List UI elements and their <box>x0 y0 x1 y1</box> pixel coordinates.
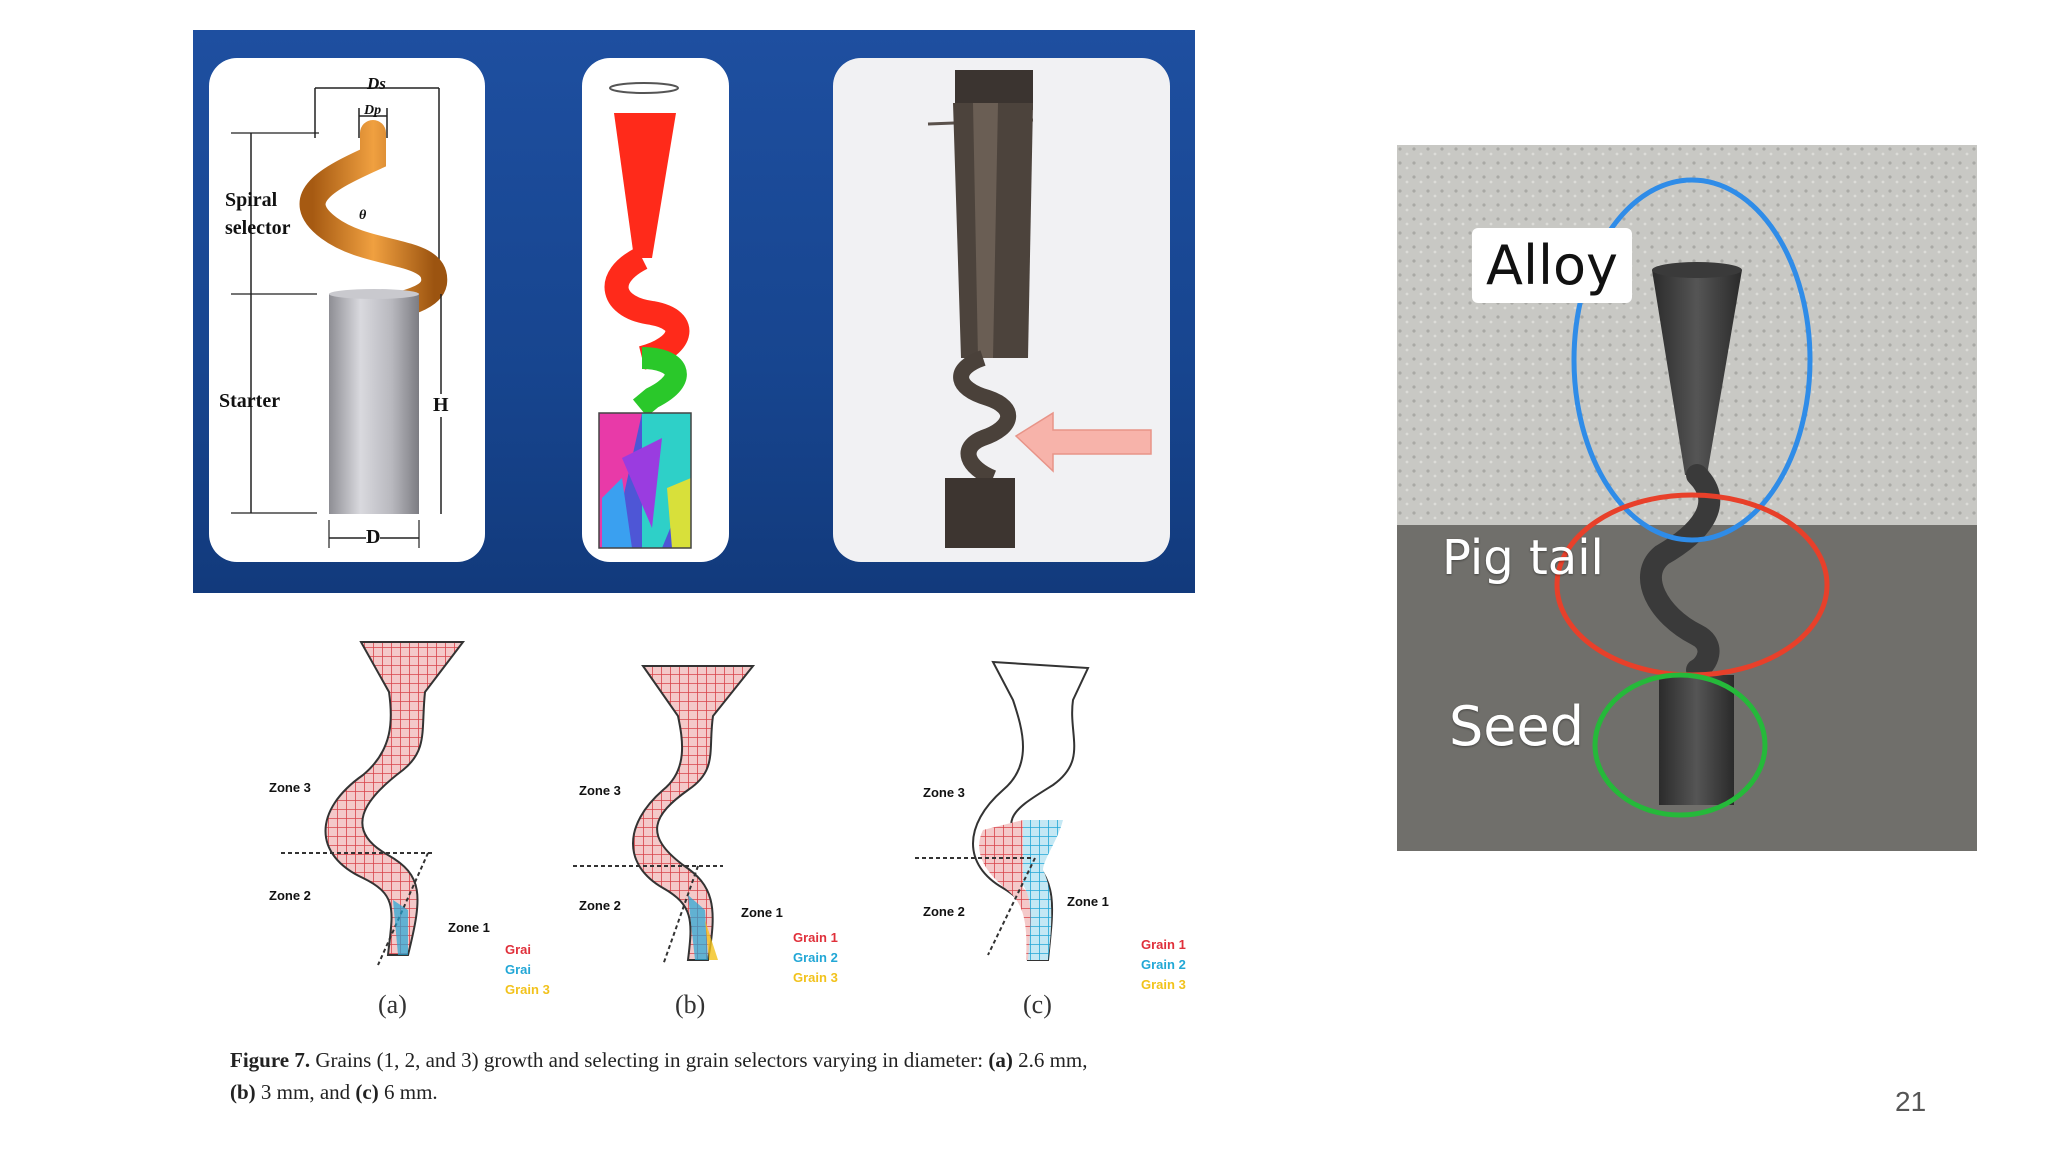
legend-entry: Grai <box>505 962 532 977</box>
dp-label: Dp <box>364 103 382 118</box>
page-number: 21 <box>1895 1086 1927 1117</box>
h-label: H <box>433 394 449 417</box>
zone-label: Zone 3 <box>269 780 311 795</box>
legend-a: Grai Grai Grain 3 <box>505 940 550 1000</box>
caption-figure-label: Figure 7. <box>230 1048 311 1072</box>
legend-entry: Grain 3 <box>505 982 550 997</box>
pig-tail-label: Pig tail <box>1442 530 1604 586</box>
legend-entry: Grain 2 <box>1141 957 1186 972</box>
zone-label: Zone 3 <box>923 785 965 800</box>
caption-c: (c) <box>355 1080 379 1104</box>
legend-entry: Grain 2 <box>793 950 838 965</box>
seed-label: Seed <box>1449 695 1584 758</box>
cast-selector-photo <box>927 70 1152 548</box>
zone-label: Zone 2 <box>269 888 311 903</box>
caption-text: 6 mm. <box>378 1080 438 1104</box>
grain-simulation-image <box>598 82 692 549</box>
subfigure-label-a: (a) <box>378 990 407 1019</box>
caption-text: Grains (1, 2, and 3) growth and selectin… <box>310 1048 989 1072</box>
casting-photo: Alloy Pig tail Seed <box>1397 145 1977 851</box>
zone-label: Zone 1 <box>1067 894 1109 909</box>
legend-entry: Grain 3 <box>1141 977 1186 992</box>
starter-label: Starter <box>219 390 281 412</box>
ds-label: Ds <box>367 74 386 93</box>
alloy-circle <box>1571 177 1813 543</box>
caption-a: (a) <box>988 1048 1013 1072</box>
figure-caption: Figure 7. Grains (1, 2, and 3) growth an… <box>230 1044 1260 1108</box>
legend-entry: Grain 1 <box>793 930 838 945</box>
zone-label: Zone 2 <box>579 898 621 913</box>
spiral-selector-label: Spiral selector <box>225 189 291 239</box>
zone-label: Zone 1 <box>448 920 490 935</box>
selector-schematic-panel: Ds Dp θ Spiral selector Starter H D <box>193 30 1195 593</box>
cast-selector-photo-card <box>833 58 1170 562</box>
legend-entry: Grain 3 <box>793 970 838 985</box>
legend-entry: Grai <box>505 942 532 957</box>
zone-label: Zone 1 <box>741 905 783 920</box>
figure-7: Zone 3 Zone 2 Zone 1 Zone 3 Zone 2 Zone … <box>193 620 1253 1040</box>
seed-circle <box>1592 672 1768 818</box>
zone-label: Zone 2 <box>923 904 965 919</box>
subfigure-label-b: (b) <box>675 990 706 1019</box>
caption-text: 3 mm, and <box>255 1080 356 1104</box>
grain-selector-diagrams <box>281 641 1090 966</box>
casting-photo-image <box>1397 145 1977 851</box>
caption-b: (b) <box>230 1080 256 1104</box>
caption-text: 2.6 mm, <box>1012 1048 1088 1072</box>
selector-dimension-diagram <box>231 87 448 548</box>
subfigure-label-c: (c) <box>1023 990 1052 1019</box>
d-label: D <box>366 526 381 549</box>
alloy-label: Alloy <box>1472 228 1632 303</box>
grain-simulation-card <box>582 58 729 562</box>
legend-entry: Grain 1 <box>1141 937 1186 952</box>
selector-dimension-card: Ds Dp θ Spiral selector Starter H D <box>209 58 485 562</box>
zone-label: Zone 3 <box>579 783 621 798</box>
legend-c: Grain 1 Grain 2 Grain 3 <box>1141 935 1186 995</box>
legend-b: Grain 1 Grain 2 Grain 3 <box>793 928 838 988</box>
arrow-icon <box>1014 411 1152 473</box>
theta-label: θ <box>359 208 367 223</box>
